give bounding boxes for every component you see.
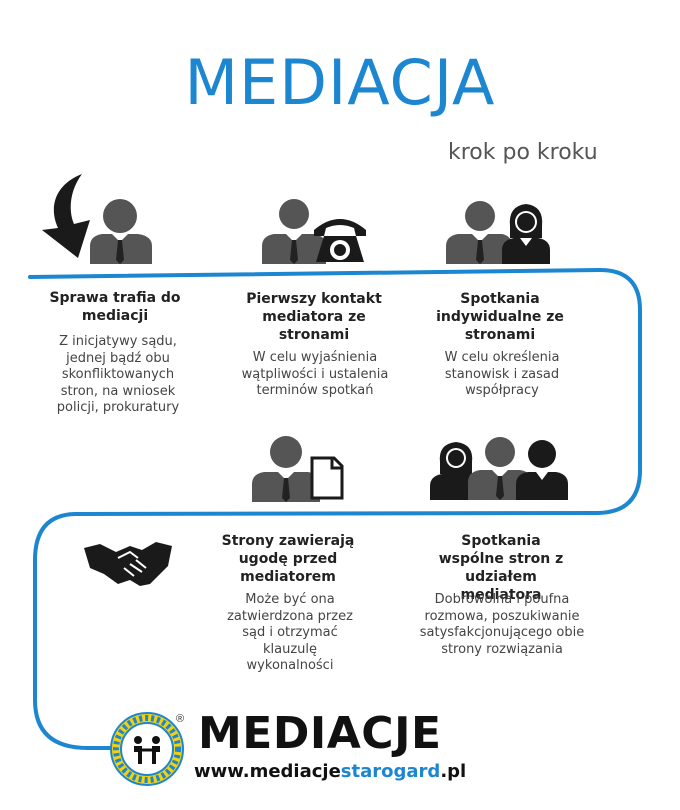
website-url[interactable]: www.mediacjestarogard.pl (194, 763, 466, 781)
mediation-seal-logo (110, 712, 184, 786)
url-suffix: .pl (440, 761, 467, 782)
step-5-heading: Spotkania wspólne stron z udziałem media… (438, 533, 564, 603)
step-4-description: Może być ona zatwierdzona przez sąd i ot… (227, 592, 353, 673)
page-title: MEDIACJA (184, 46, 496, 119)
three-persons-icon (430, 437, 568, 500)
step-4-heading: Strony zawierają ugodę przed mediatorem (221, 533, 355, 585)
step-3-heading: Spotkania indywidualne ze stronami (436, 291, 564, 343)
two-persons-icon (446, 201, 550, 264)
registered-mark: ® (176, 713, 185, 725)
step-1-heading: Sprawa trafia do mediacji (49, 290, 181, 324)
step-2-heading: Pierwszy kontakt mediatora ze stronami (246, 291, 382, 343)
step-1-description: Z inicjatywy sądu, jednej bądź obu skonf… (56, 334, 180, 415)
url-highlight: starogard (340, 761, 441, 782)
person-document-icon (252, 436, 344, 502)
brand-name: MEDIACJE (198, 708, 442, 759)
person-phone-icon (262, 199, 366, 264)
page-subtitle: krok po kroku (448, 140, 598, 165)
arrow-person-icon (42, 174, 152, 264)
step-3-description: W celu określenia stanowisk i zasad wspó… (444, 350, 560, 398)
step-5-description: Dobrowolna i poufna rozmowa, poszukiwani… (419, 592, 585, 657)
handshake-icon (84, 542, 172, 586)
url-prefix: www.mediacje (194, 761, 341, 782)
step-2-description: W celu wyjaśnienia wątpliwości i ustalen… (241, 350, 389, 398)
